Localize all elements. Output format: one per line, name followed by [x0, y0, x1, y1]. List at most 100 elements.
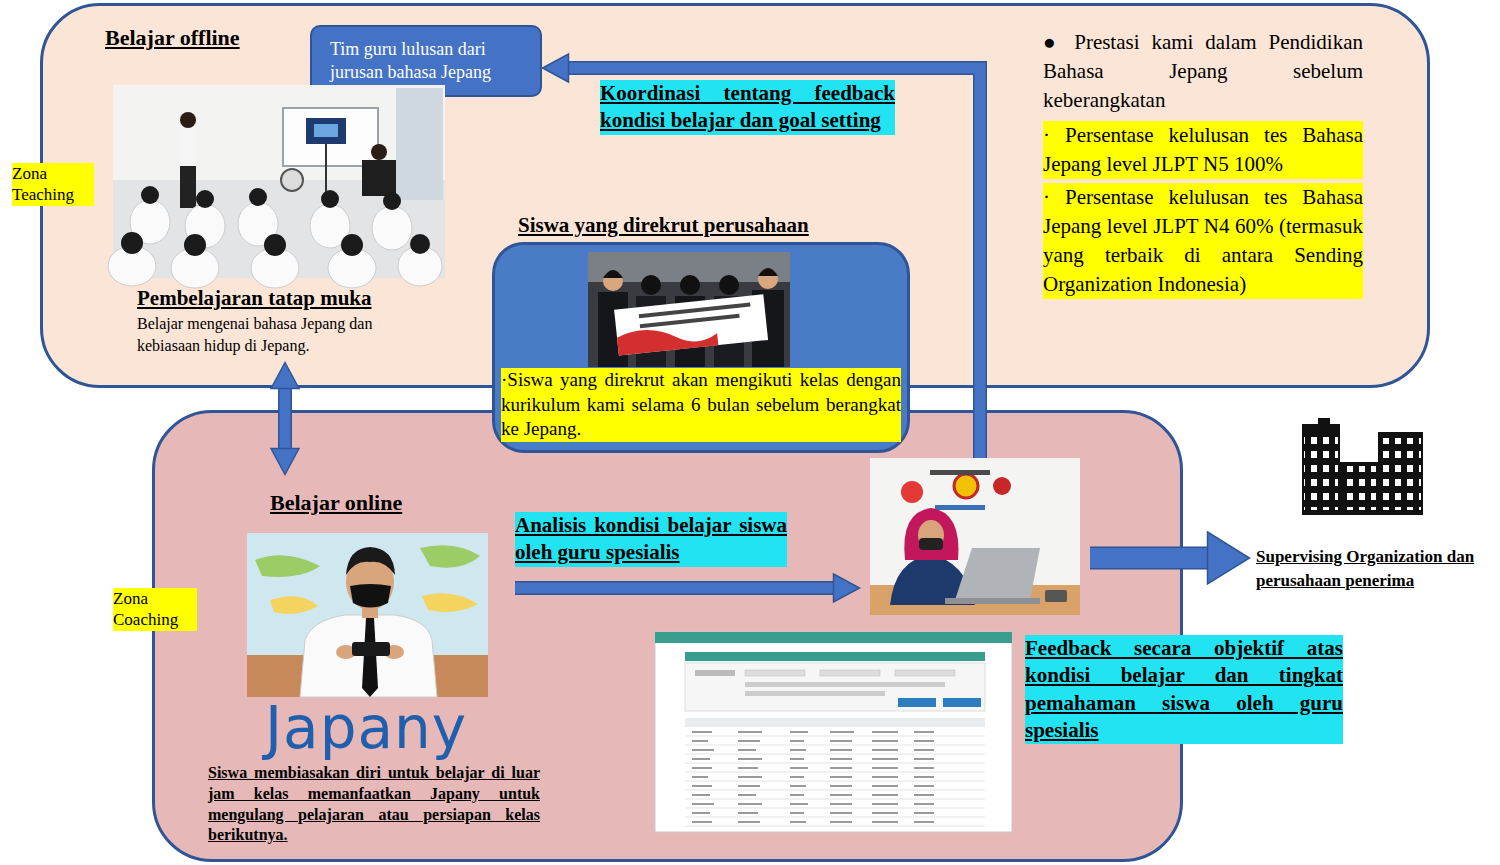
text-holder: ·Siswa yang direkrut akan mengikuti kela… — [501, 368, 901, 442]
lms-screenshot-part — [655, 632, 1012, 832]
recruited-students-photo-part — [680, 275, 700, 295]
student-photo-part — [346, 547, 395, 575]
student-photo-node-text: Japany — [265, 699, 495, 757]
student-photo-part — [270, 596, 318, 614]
text-holder: Koordinasi tentang feedback kondisi bela… — [600, 80, 895, 135]
teacher-photo-part — [870, 458, 1080, 615]
achievement-block: ● Prestasi kami dalam Pendidikan Bahasa … — [1040, 28, 1366, 368]
recruited-students-photo-part-part — [640, 314, 740, 328]
teacher-photo-part — [904, 508, 958, 560]
text-holder: Analisis kondisi belajar siswa oleh guru… — [515, 512, 787, 567]
classroom-photo-part — [249, 188, 267, 206]
teacher-photo-part — [935, 505, 985, 510]
text-holder: Pembelajaran tatap muka — [137, 285, 447, 311]
connector-outline — [1090, 547, 1208, 570]
receiver-node-text: Supervising Organization dan perusahaan … — [1256, 545, 1486, 593]
connector-outline — [278, 388, 292, 449]
teacher-team-box-text: Tim guru lulusan dari jurusan bahasa Jep… — [330, 38, 530, 85]
recruited-students-photo-part — [758, 269, 778, 289]
classroom-photo-part — [372, 206, 412, 250]
classroom-photo-part — [180, 112, 196, 128]
connector — [285, 388, 286, 449]
student-photo-part — [422, 593, 478, 612]
teacher-photo-part — [945, 598, 1040, 604]
lms-screenshot-part — [745, 670, 805, 676]
classroom-photo-part — [396, 88, 443, 200]
teacher-photo-part — [930, 470, 990, 475]
lms-screenshot-part — [692, 732, 934, 822]
building-icon-part — [1381, 438, 1421, 510]
zone-label: Zona Coaching — [113, 588, 197, 631]
recruited-students-box-text: Siswa yang direkrut perusahaan — [518, 212, 898, 238]
lms-screenshot-part — [820, 670, 880, 676]
classroom-photo-part — [141, 186, 159, 204]
lms-screenshot-part — [943, 698, 981, 707]
lms-screenshot — [655, 632, 1012, 832]
classroom-photo-part — [325, 144, 327, 192]
classroom-photo-part — [341, 234, 363, 256]
student-photo-part — [247, 533, 488, 697]
classroom-photo-part — [121, 232, 143, 254]
achievement-block-text: · Persentase kelulusan tes Bahasa Jepang… — [1043, 183, 1363, 299]
teacher-photo-node-text: Feedback secara objektif atas kondisi be… — [1025, 635, 1343, 744]
teacher-photo-part — [954, 474, 978, 498]
recruited-students-photo-part-part — [614, 294, 768, 355]
teacher-photo-part — [993, 477, 1011, 495]
recruited-students-photo-part — [603, 270, 623, 278]
text-holder: ● Prestasi kami dalam Pendidikan Bahasa … — [1043, 28, 1363, 115]
classroom-photo-node-text: Belajar mengenai bahasa Jepang dan kebia… — [137, 313, 437, 356]
text-holder: Belajar offline — [105, 24, 365, 52]
student-photo-part — [352, 642, 390, 656]
classroom-photo-part — [306, 118, 346, 144]
text-holder: Siswa membiasakan diri untuk belajar di … — [208, 763, 540, 846]
student-photo-part — [420, 545, 480, 567]
classroom-photo-node-text: Pembelajaran tatap muka — [137, 285, 447, 311]
lms-screenshot-part — [898, 698, 936, 707]
teacher-photo-part — [955, 548, 1040, 600]
building-icon-part — [1340, 462, 1378, 515]
recruited-students-photo-part-part — [617, 322, 719, 355]
student-photo-node-text: Siswa membiasakan diri untuk belajar di … — [208, 763, 540, 846]
lms-screenshot-part — [745, 691, 885, 696]
building-icon — [1302, 418, 1423, 515]
classroom-photo-part — [283, 108, 378, 166]
lms-screenshot-part — [745, 682, 945, 687]
achievement-block-text: ● Prestasi kami dalam Pendidikan Bahasa … — [1043, 28, 1363, 115]
text-holder: Tim guru lulusan dari jurusan bahasa Jep… — [330, 38, 530, 85]
recruited-students-photo-part — [603, 271, 623, 291]
text-holder: · Persentase kelulusan tes Bahasa Jepang… — [1043, 183, 1363, 299]
edge-label: Koordinasi tentang feedback kondisi bela… — [600, 80, 895, 135]
recruited-students-box-text: ·Siswa yang direkrut akan mengikuti kela… — [501, 368, 901, 442]
edge-label: Analisis kondisi belajar siswa oleh guru… — [515, 512, 787, 567]
text-holder: Belajar online — [270, 489, 530, 517]
recruited-students-photo-part — [614, 294, 768, 355]
teacher-photo-part — [901, 481, 923, 503]
classroom-photo-part — [113, 85, 445, 278]
text-holder: Belajar mengenai bahasa Jepang dan kebia… — [137, 313, 437, 356]
zone-label: Zona Teaching — [12, 163, 94, 206]
text-holder: Supervising Organization dan perusahaan … — [1256, 545, 1486, 593]
classroom-photo-part — [321, 190, 339, 208]
lms-screenshot-part — [655, 632, 1012, 643]
connector-arrow — [515, 583, 834, 594]
teacher-photo-part — [918, 520, 944, 550]
student-photo-part — [300, 615, 437, 697]
classroom-photo — [108, 85, 445, 288]
text-holder: Zona Teaching — [12, 163, 94, 206]
recruited-students-photo-part — [588, 252, 790, 367]
connector — [1090, 558, 1208, 559]
lms-screenshot-part — [895, 670, 955, 676]
lms-screenshot-part — [685, 663, 985, 711]
recruited-students-photo-part — [758, 268, 778, 276]
building-icon-part — [1304, 430, 1338, 510]
student-photo-part — [362, 618, 378, 697]
achievement-block-text: · Persentase kelulusan tes Bahasa Jepang… — [1043, 121, 1363, 179]
lms-screenshot-part — [685, 718, 985, 727]
classroom-photo-part — [383, 192, 401, 210]
text-holder: Zona Coaching — [113, 588, 197, 631]
classroom-photo-part — [362, 160, 396, 196]
lms-screenshot-part — [685, 652, 985, 661]
teacher-photo-part — [1045, 590, 1067, 602]
classroom-photo-part — [410, 234, 430, 254]
teacher-photo-part — [919, 538, 943, 550]
